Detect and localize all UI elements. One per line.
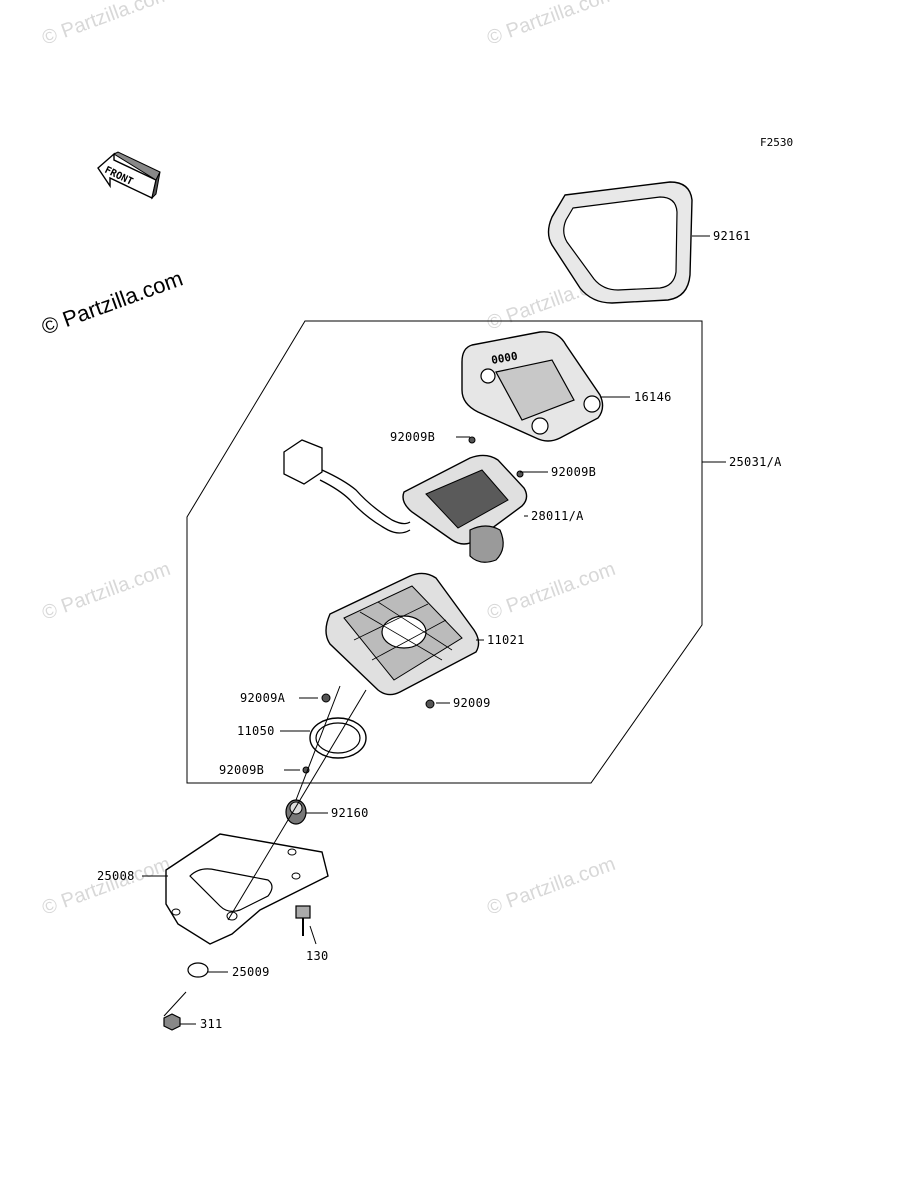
callout-label: 311 (200, 1017, 223, 1031)
watermarks: © Partzilla.com © Partzilla.com © Partzi… (39, 0, 618, 920)
watermark: © Partzilla.com (39, 0, 173, 50)
meter-face-text: 0000 (490, 350, 518, 367)
nut-part (163, 1013, 181, 1031)
watermark: © Partzilla.com (484, 0, 618, 50)
meter-cover-part: 0000 (461, 331, 604, 442)
callout-label: 92009B (551, 465, 596, 479)
callout-label: 16146 (634, 390, 672, 404)
figure-ref: F2530 (760, 136, 793, 149)
washer-part (187, 962, 209, 978)
callout-label: 92009B (219, 763, 264, 777)
gasket-part (309, 717, 367, 759)
grommet-part (285, 799, 307, 825)
callout-label: 25031/A (729, 455, 782, 469)
callout-label: 25009 (232, 965, 270, 979)
assembly-outline (186, 320, 703, 784)
callout-label: 11050 (237, 724, 275, 738)
meter-unit-part (283, 439, 528, 563)
meter-case-part (325, 572, 480, 696)
lens-frame-part (547, 181, 693, 304)
callout-label: 11021 (487, 633, 525, 647)
callout-label: 92009B (390, 430, 435, 444)
front-arrow-icon: FRONT (97, 151, 161, 200)
callout-labels: 92161 16146 92009B 92009B 28011/A 25031/… (97, 229, 782, 1031)
callout-label: 92009 (453, 696, 491, 710)
callout-label: 130 (306, 949, 329, 963)
callout-label: 92009A (240, 691, 286, 705)
leader-lines (142, 235, 726, 1025)
watermark: © Partzilla.com (39, 558, 173, 625)
watermark: © Partzilla.com (484, 558, 618, 625)
callout-label: 28011/A (531, 509, 584, 523)
assembly-lines (163, 685, 367, 1017)
callout-label: 92161 (713, 229, 751, 243)
callout-label: 92160 (331, 806, 369, 820)
watermark: © Partzilla.com (484, 853, 618, 920)
bolt-part (295, 905, 311, 936)
callout-label: 25008 (97, 869, 135, 883)
copyright-text: © Partzilla.com (38, 266, 186, 340)
watermark: © Partzilla.com (39, 853, 173, 920)
